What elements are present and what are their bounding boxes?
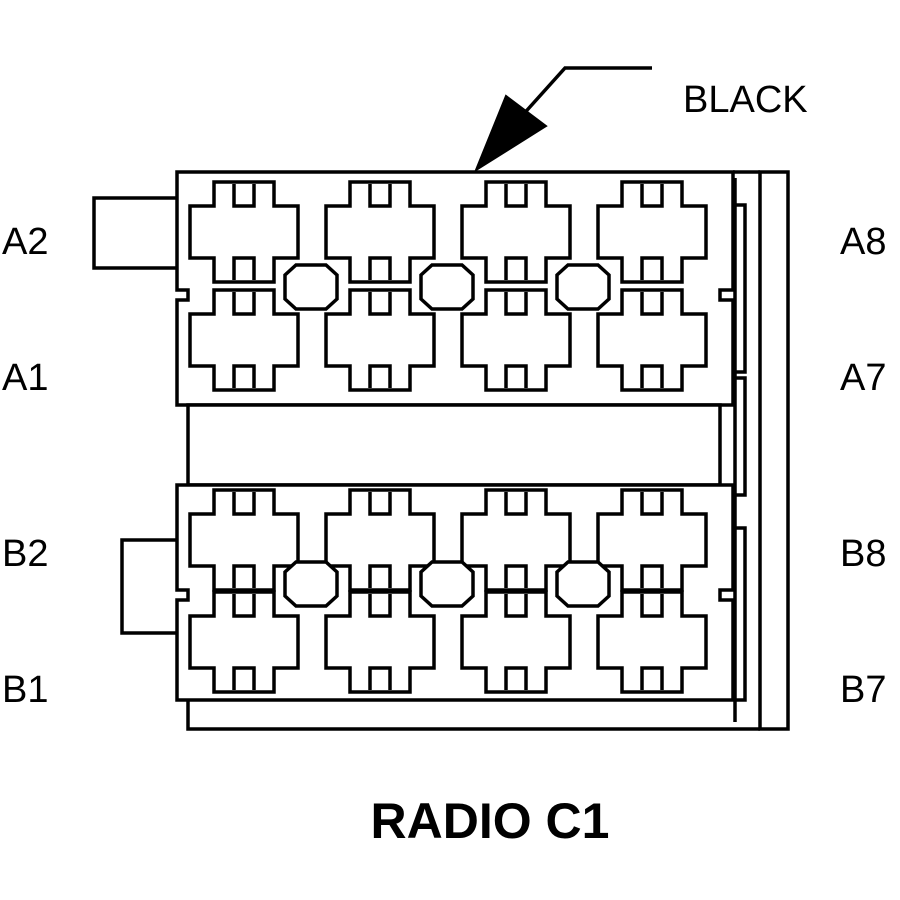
cavity-slot [504,594,528,618]
pin-label-a8: A8 [840,221,886,263]
cavity-slot [640,364,664,388]
pin-cavities [188,180,708,694]
terminal-cavity [596,488,708,592]
latch-tab-lower [120,538,177,635]
cavity-slot [232,564,256,588]
cavity-slot [368,594,392,618]
cavity-outline [188,488,300,592]
cavity-outline [596,488,708,592]
terminal-cavity [596,180,708,284]
cavity-slot [232,184,256,208]
color-callout-arrow [473,66,652,173]
cavity-slot [368,564,392,588]
pin-label-b7: B7 [840,669,886,711]
cavity-outline [460,488,572,592]
terminal-cavity [324,180,436,284]
side-rail [733,170,790,731]
cavity-slot [504,666,528,690]
cavity-outline [188,180,300,284]
key-hole [555,560,611,608]
cavity-slot [640,492,664,516]
terminal-cavity [596,288,708,392]
key-hole [283,560,339,608]
cavity-outline [460,180,572,284]
cavity-slot [504,492,528,516]
pin-label-b1: B1 [2,669,48,711]
cavity-outline [596,590,708,694]
terminal-cavity [188,180,300,284]
pin-label-a2: A2 [2,221,48,263]
terminal-cavity [460,590,572,694]
cavity-outline [188,288,300,392]
cavity-slot [640,256,664,280]
cavity-slot [368,256,392,280]
terminal-cavity [596,590,708,694]
terminal-cavity [188,590,300,694]
key-hole [283,263,339,311]
key-hole [419,263,475,311]
cavity-slot [368,492,392,516]
cavity-outline [324,590,436,694]
cavity-outline [324,488,436,592]
center-bar [186,403,722,487]
color-label: BLACK [683,79,808,121]
terminal-cavity [460,288,572,392]
cavity-slot [232,256,256,280]
cavity-outline [460,288,572,392]
cavity-slot [640,666,664,690]
cavity-outline [188,590,300,694]
cavity-slot [232,292,256,316]
terminal-cavity [324,590,436,694]
pin-label-b2: B2 [2,533,48,575]
connector-title: RADIO C1 [371,793,610,849]
cavity-slot [504,256,528,280]
cavity-slot [232,492,256,516]
cavity-outline [596,288,708,392]
pin-label-a1: A1 [2,357,48,399]
cavity-slot [232,594,256,618]
key-holes [283,263,611,608]
terminal-cavity [188,488,300,592]
latch-tab-upper [92,196,177,270]
base-plate [186,700,760,731]
cavity-slot [640,184,664,208]
cavity-slot [232,666,256,690]
pin-label-b8: B8 [840,533,886,575]
cavity-slot [504,564,528,588]
cavity-outline [324,180,436,284]
cavity-outline [460,590,572,694]
cavity-slot [368,666,392,690]
cavity-slot [504,184,528,208]
terminal-cavity [324,288,436,392]
terminal-cavity [460,180,572,284]
key-hole [555,263,611,311]
cavity-slot [504,292,528,316]
terminal-cavity [460,488,572,592]
cavity-slot [368,292,392,316]
cavity-slot [504,364,528,388]
cavity-slot [640,594,664,618]
cavity-slot [640,292,664,316]
cavity-slot [640,564,664,588]
terminal-cavity [188,288,300,392]
cavity-slot [368,364,392,388]
key-hole [419,560,475,608]
cavity-outline [324,288,436,392]
terminal-cavity [324,488,436,592]
cavity-slot [368,184,392,208]
cavity-slot [232,364,256,388]
pin-label-a7: A7 [840,357,886,399]
cavity-outline [596,180,708,284]
